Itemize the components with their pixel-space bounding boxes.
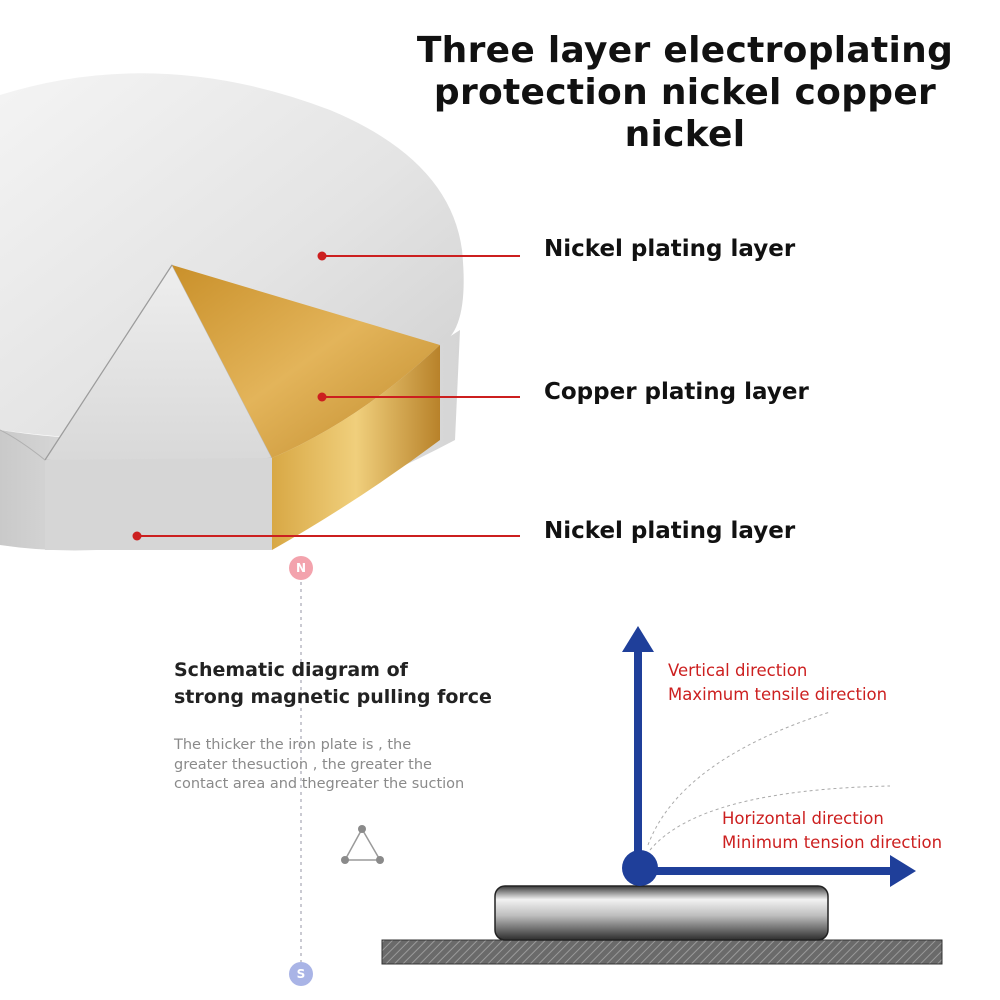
force-origin-dot [622,850,658,886]
force-curve-upper [647,711,831,846]
vertical-direction-line-2: Maximum tensile direction [668,685,888,704]
page-title: Three layer electroplating protection ni… [380,30,990,156]
right-arrow-icon [890,855,916,887]
copper-wedge-top [172,265,440,458]
horizontal-direction-label: Horizontal direction Minimum tension dir… [722,807,942,855]
schematic-body-line-1: The thicker the iron plate is , the [174,737,412,753]
inner-nickel-side [45,458,272,550]
layer-label-inner-nickel: Nickel plating layer [544,518,796,544]
horizontal-direction-line-2: Minimum tension direction [722,833,943,852]
iron-plate [381,939,943,965]
up-arrow-icon [622,626,654,652]
force-curve-lower [649,785,891,851]
title-line-2: protection nickel copper nickel [433,72,937,155]
schematic-body-line-2: greater thesuction , the greater the [174,756,432,773]
schematic-title-line-1: Schematic diagram of [174,659,408,681]
north-pole-badge: N [289,556,313,580]
vertical-direction-label: Vertical direction Maximum tensile direc… [668,659,887,707]
layer-label-outer-nickel: Nickel plating layer [544,236,796,262]
horizontal-direction-line-1: Horizontal direction [722,809,884,828]
schematic-title: Schematic diagram of strong magnetic pul… [174,657,492,711]
vertical-direction-line-1: Vertical direction [668,661,808,680]
schematic-title-line-2: strong magnetic pulling force [174,686,492,708]
triangle-nodes-icon [341,825,384,864]
pointer-lines [132,251,520,541]
schematic-description: The thicker the iron plate is , the grea… [174,736,494,795]
schematic-body-line-3: contact area and thegreater the suction [174,776,465,792]
force-arrows [622,626,916,887]
title-line-1: Three layer electroplating [416,30,954,71]
south-pole-badge: S [289,962,313,986]
magnet-bar [494,885,829,941]
layer-label-copper: Copper plating layer [544,379,809,405]
